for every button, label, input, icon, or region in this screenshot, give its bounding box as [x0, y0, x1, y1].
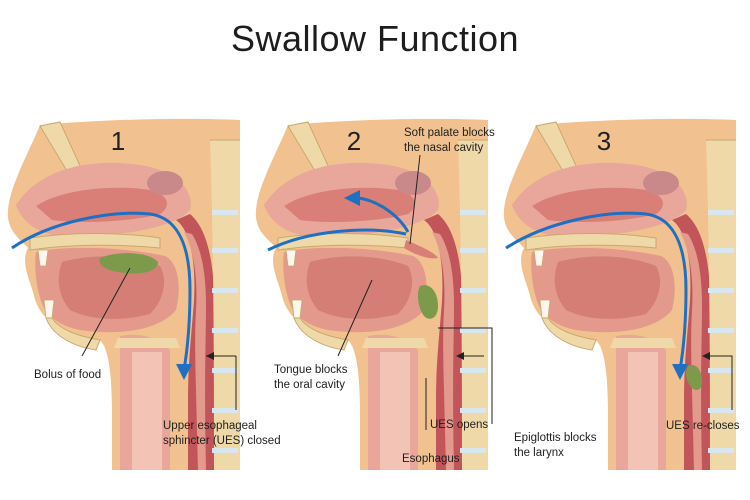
bolus-leader-line	[81, 267, 131, 357]
ues-recloses-pointer	[702, 352, 710, 360]
ues-recloses-leader-line	[704, 355, 733, 410]
swallow-path-arrow-3	[505, 211, 688, 371]
swallow-arrow-head-1	[176, 364, 192, 380]
label-ues-closed-line2: sphincter (UES) closed	[163, 435, 281, 447]
label-soft-palate-line2: the nasal cavity	[404, 142, 484, 154]
ues-closed-pointer	[206, 352, 214, 360]
nasal-arrow-head	[344, 190, 360, 206]
soft-palate	[404, 240, 438, 259]
label-esophagus: Esophagus	[402, 453, 460, 465]
panel-3: 3 UES re-closes	[503, 118, 740, 471]
panel-number-3: 3	[597, 126, 611, 156]
bolus-in-esophagus	[685, 364, 702, 390]
ues-opens-pointer	[456, 352, 464, 360]
bolus-in-pharynx	[417, 285, 438, 319]
panel-2: 2 Soft palate blocks the nasal cavity To…	[255, 118, 597, 471]
swallow-path-arrow-2	[267, 228, 407, 252]
label-tongue-line2: the oral cavity	[274, 379, 345, 391]
swallow-path-arrow-1	[11, 211, 192, 371]
label-epiglottis-line2: the larynx	[514, 447, 564, 459]
label-soft-palate-line1: Soft palate blocks	[404, 127, 495, 139]
nasal-arrow	[357, 196, 410, 233]
swallow-arrow-head-3	[672, 364, 688, 380]
epiglottis-leader-line	[438, 327, 493, 424]
label-ues-recloses: UES re-closes	[666, 420, 740, 432]
label-tongue-line1: Tongue blocks	[274, 364, 348, 376]
label-ues-opens: UES opens	[430, 419, 488, 431]
soft-palate-leader-line	[409, 154, 421, 245]
head-cross-section-1	[7, 118, 241, 471]
head-cross-section-2	[255, 118, 489, 471]
label-bolus-of-food: Bolus of food	[34, 369, 101, 381]
label-ues-closed-line1: Upper esophageal	[163, 420, 257, 432]
panel-number-2: 2	[347, 126, 361, 156]
bolus-of-food	[99, 253, 158, 274]
head-cross-section-3	[503, 118, 737, 471]
panel-1: 1 Bolus of food Upper esophageal sphinct…	[7, 118, 281, 471]
panel-number-1: 1	[111, 126, 125, 156]
label-epiglottis-line1: Epiglottis blocks	[514, 432, 597, 444]
tongue-leader-line	[337, 279, 373, 357]
diagram-title: Swallow Function	[230, 18, 520, 59]
